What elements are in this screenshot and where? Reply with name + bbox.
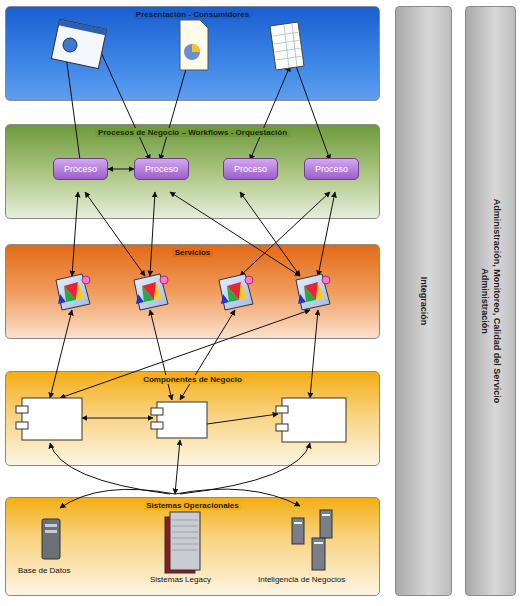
system-label: Base de Datos [18,566,70,575]
bar-label: Administración, Monitoreo, Calidad del S… [479,176,503,426]
layer-band: Componentes de Negocio [5,371,380,466]
bar-label: Integración [419,277,429,326]
process-label: Proceso [145,164,178,174]
layer-band: Servicios [5,244,380,339]
system-label: Inteligencia de Negocios [258,575,345,584]
vertical-bar: Integración [395,6,452,596]
process-label: Proceso [234,164,267,174]
layer-heading: Servicios [172,248,214,257]
process-box: Proceso [223,158,278,180]
process-box: Proceso [134,158,189,180]
layer-heading: Sistemas Operacionales [143,501,242,510]
layer-band: Procesos de Negocio – Workflows - Orques… [5,124,380,219]
process-box: Proceso [53,158,108,180]
process-box: Proceso [304,158,359,180]
process-label: Proceso [64,164,97,174]
layer-heading: Componentes de Negocio [140,375,245,384]
process-label: Proceso [315,164,348,174]
connector [108,169,134,170]
layer-heading: Procesos de Negocio – Workflows - Orques… [95,128,290,137]
vertical-bar: Administración, Monitoreo, Calidad del S… [465,6,516,596]
layer-band: Presentación - Consumidores [5,6,380,101]
system-label: Sistemas Legacy [150,575,211,584]
layer-heading: Presentación - Consumidores [133,10,252,19]
